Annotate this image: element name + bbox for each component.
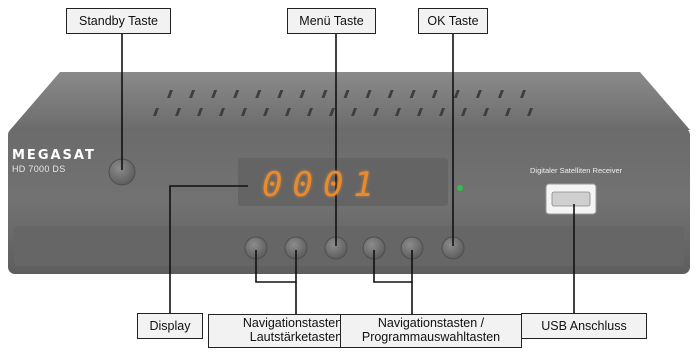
vent-slot	[307, 108, 313, 116]
vent-slot	[351, 108, 357, 116]
display-callout: Display	[137, 313, 203, 339]
vent-slot	[189, 90, 196, 98]
vent-slot	[299, 90, 306, 98]
vent-slot	[153, 108, 159, 116]
vent-slot	[321, 90, 328, 98]
vent-slot	[373, 108, 379, 116]
vent-slot	[285, 108, 291, 116]
vent-slot	[483, 108, 489, 116]
vent-slot	[461, 108, 467, 116]
vent-slot	[233, 90, 240, 98]
vent-slot	[365, 90, 372, 98]
nav-volume-leader	[255, 250, 297, 283]
vent-slot	[211, 90, 218, 98]
vent-slot	[175, 108, 181, 116]
vent-slot	[343, 90, 350, 98]
vent-slot	[520, 90, 526, 98]
nav-volume-line1: Navigationstasten /	[242, 316, 350, 330]
front-lower-strip	[14, 226, 684, 266]
nav-volume-line2: Lautstärketasten	[249, 330, 343, 344]
vent-slot	[409, 90, 416, 98]
vent-slot	[431, 90, 438, 98]
nav-program-line1: Navigationstasten /	[377, 316, 485, 330]
ok-callout: OK Taste	[418, 8, 488, 34]
vent-slot	[505, 108, 511, 116]
vent-slot	[475, 90, 482, 98]
leader-lines	[121, 33, 575, 314]
vent-slot	[167, 90, 173, 98]
menu-callout: Menü Taste	[287, 8, 376, 34]
vent-slot	[255, 90, 262, 98]
nav-program-callout: Navigationstasten / Programmauswahltaste…	[340, 314, 522, 348]
vent-slot	[263, 108, 269, 116]
nav-program-line2: Programmauswahltasten	[361, 330, 501, 344]
device-top-panel	[10, 72, 690, 130]
vent-slot	[329, 108, 335, 116]
usb-callout: USB Anschluss	[521, 313, 647, 339]
vent-slot	[395, 108, 401, 116]
vent-slot	[527, 108, 533, 116]
display-leader	[169, 185, 248, 313]
display-window	[238, 158, 448, 206]
vent-slot	[197, 108, 203, 116]
standby-callout: Standby Taste	[66, 8, 171, 34]
vent-slot	[387, 90, 394, 98]
vent-slot	[219, 108, 225, 116]
vent-slot	[497, 90, 504, 98]
brand-logo: MEGASAT	[12, 148, 96, 163]
vent-slot	[277, 90, 284, 98]
status-led	[457, 185, 463, 191]
ventilation-slots	[153, 90, 533, 116]
vent-slot	[417, 108, 423, 116]
vent-slot	[439, 108, 445, 116]
vent-slot	[453, 90, 460, 98]
nav-program-leader	[373, 250, 413, 283]
display-digits: 0001	[262, 165, 384, 205]
device-tagline: Digitaler Satelliten Receiver	[530, 166, 623, 175]
model-name: HD 7000 DS	[12, 164, 66, 174]
usb-port-slot	[551, 191, 591, 207]
vent-slot	[241, 108, 247, 116]
